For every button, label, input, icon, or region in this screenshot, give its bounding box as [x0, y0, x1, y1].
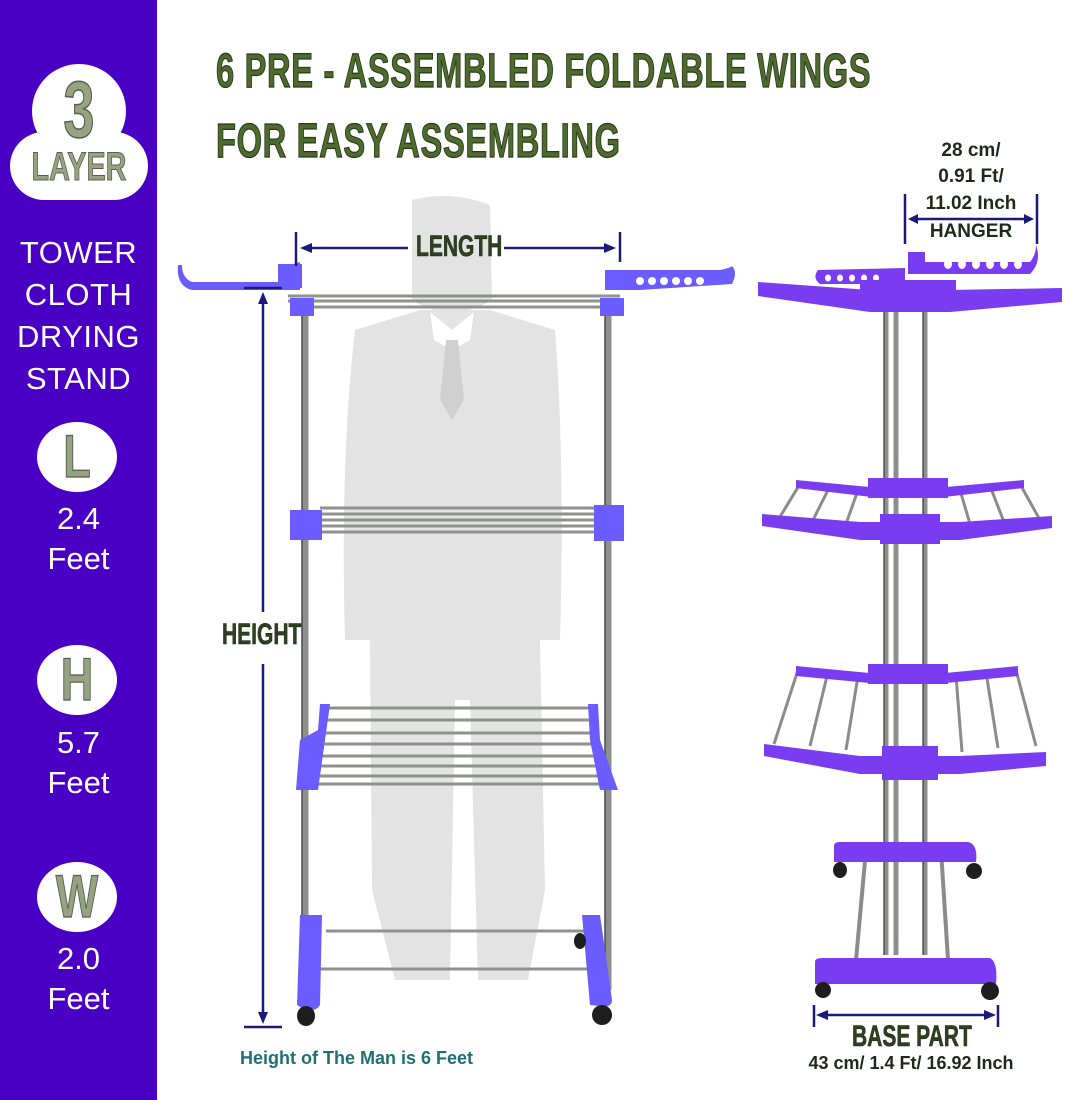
length-label: LENGTH — [416, 230, 503, 264]
tagline-line-3: DRYING — [16, 319, 140, 354]
height-badge: H — [37, 645, 117, 715]
rack-poles — [301, 310, 612, 1010]
top-shelf — [288, 294, 620, 309]
tagline-line-2: CLOTH — [24, 277, 133, 312]
hanger-arrow — [903, 194, 1039, 244]
width-letter: W — [55, 862, 99, 930]
base-measure: 43 cm/ 1.4 Ft/ 16.92 Inch — [808, 1053, 1014, 1073]
lower-shelf — [306, 706, 610, 786]
height-value: 5.7 — [56, 725, 101, 760]
hanger-measure-cm: 28 cm/ — [941, 140, 1001, 161]
base-bars — [318, 929, 592, 971]
length-unit: Feet — [47, 541, 110, 576]
base-arrow — [812, 1005, 1000, 1027]
width-value: 2.0 — [56, 941, 101, 976]
length-arrow — [294, 232, 622, 266]
tagline-line-1: TOWER — [19, 235, 138, 270]
layer-badge: 3 LAYER — [10, 64, 150, 204]
width-unit: Feet — [47, 981, 110, 1016]
man-silhouette — [343, 196, 562, 980]
tagline-line-4: STAND — [25, 361, 132, 396]
headline-line-1: 6 PRE - ASSEMBLED FOLDABLE WINGS — [216, 44, 872, 98]
layer-word: LAYER — [31, 145, 127, 190]
man-height-caption: Height of The Man is 6 Feet — [240, 1048, 474, 1068]
height-letter: H — [60, 645, 94, 713]
length-badge: L — [37, 422, 117, 492]
height-label: HEIGHT — [222, 618, 302, 652]
width-badge: W — [37, 862, 117, 932]
hanger-right — [600, 266, 735, 316]
side-top-wing — [758, 280, 1062, 312]
wheels — [297, 933, 612, 1026]
base-feet — [297, 915, 612, 1011]
side-lower-wing — [764, 664, 1046, 780]
base-part-label: BASE PART — [852, 1020, 972, 1054]
length-letter: L — [63, 422, 91, 490]
hanger-measure-inch: 11.02 Inch — [925, 193, 1017, 214]
hanger-label: HANGER — [929, 221, 1013, 242]
side-base — [815, 842, 999, 1000]
height-arrow — [244, 286, 282, 1029]
sidebar-panel: 3 LAYER TOWER CLOTH DRYING STAND L 2.4 F… — [0, 0, 157, 1100]
middle-shelf — [314, 506, 602, 534]
badge-pill — [10, 132, 148, 200]
length-value: 2.4 — [56, 501, 101, 536]
hanger-measure-ft: 0.91 Ft/ — [938, 166, 1004, 187]
headline-line-2: FOR EASY ASSEMBLING — [216, 114, 621, 168]
height-unit: Feet — [47, 765, 110, 800]
layer-count: 3 — [63, 65, 95, 155]
side-middle-wing — [762, 478, 1052, 544]
hanger-left — [177, 262, 314, 316]
